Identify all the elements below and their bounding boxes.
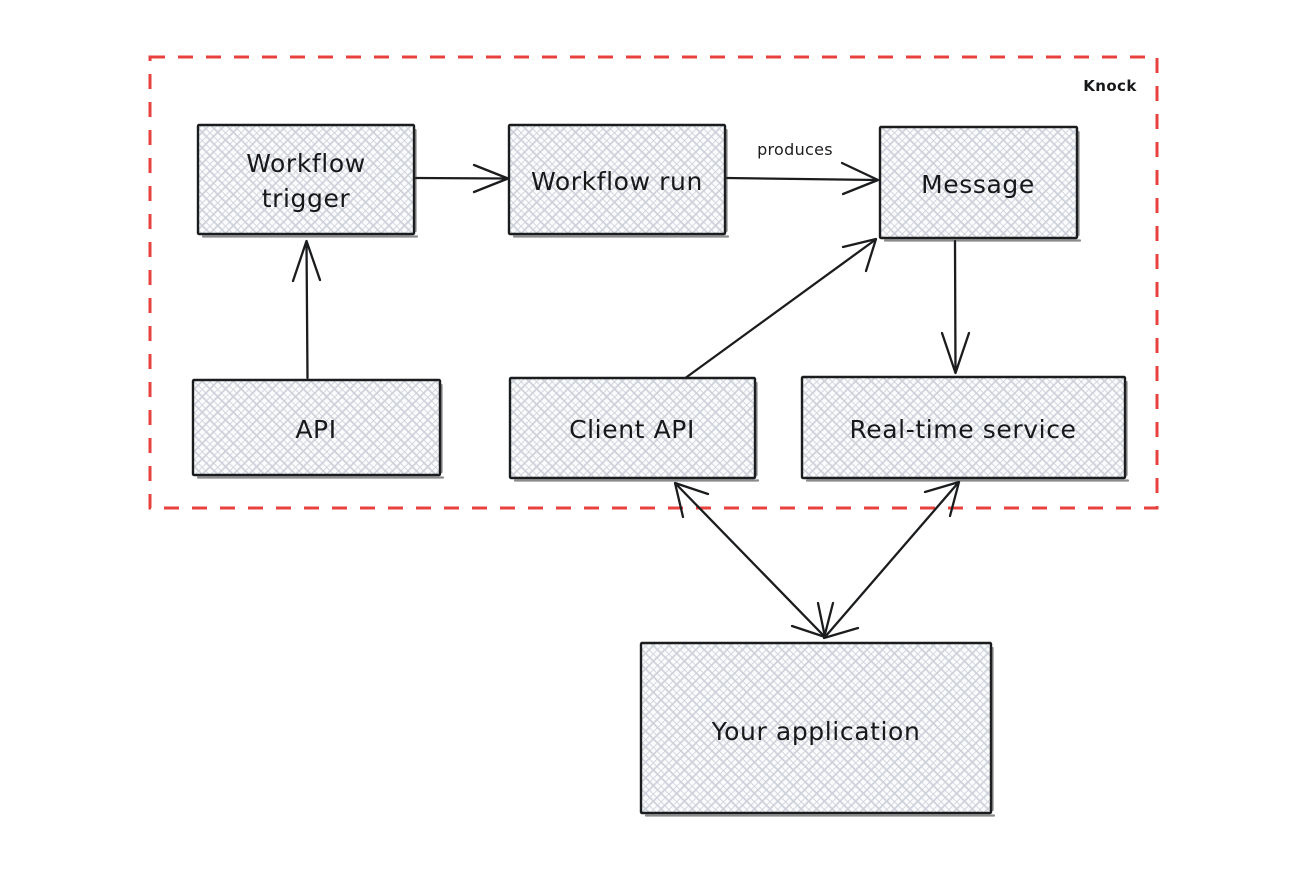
- edge-run-to-message: produces: [725, 140, 880, 196]
- group-label-knock: Knock: [1083, 77, 1137, 95]
- node-message[interactable]: Message: [878, 125, 1082, 242]
- edge-message-to-realtime: [940, 239, 971, 375]
- node-your-application[interactable]: Your application: [639, 641, 996, 817]
- node-workflow-run[interactable]: Workflow run: [507, 123, 730, 238]
- group-dashed-rect: [148, 55, 1159, 510]
- node-real-time-service[interactable]: Real-time service: [800, 375, 1130, 482]
- node-label-real-time-service: Real-time service: [849, 415, 1076, 444]
- edge-label-produces: produces: [757, 140, 833, 159]
- edge-api-to-trigger: [291, 239, 322, 380]
- edge-clientapi-to-message: [682, 237, 878, 381]
- node-label-message: Message: [921, 170, 1035, 199]
- node-api[interactable]: API: [191, 378, 445, 479]
- edge-yourapp-realtime: [822, 480, 961, 640]
- knock-group-boundary: Knock: [148, 55, 1159, 510]
- node-label-workflow-trigger-line1: Workflow: [246, 149, 366, 178]
- edge-yourapp-clientapi: [673, 481, 827, 639]
- edge-trigger-to-run: [414, 163, 510, 194]
- node-client-api[interactable]: Client API: [508, 376, 760, 482]
- node-label-your-application: Your application: [711, 717, 921, 746]
- node-workflow-trigger[interactable]: Workflow trigger: [196, 123, 419, 238]
- node-label-api: API: [295, 415, 336, 444]
- node-label-workflow-run: Workflow run: [531, 167, 703, 196]
- node-label-workflow-trigger-line2: trigger: [262, 184, 351, 213]
- node-label-client-api: Client API: [569, 415, 695, 444]
